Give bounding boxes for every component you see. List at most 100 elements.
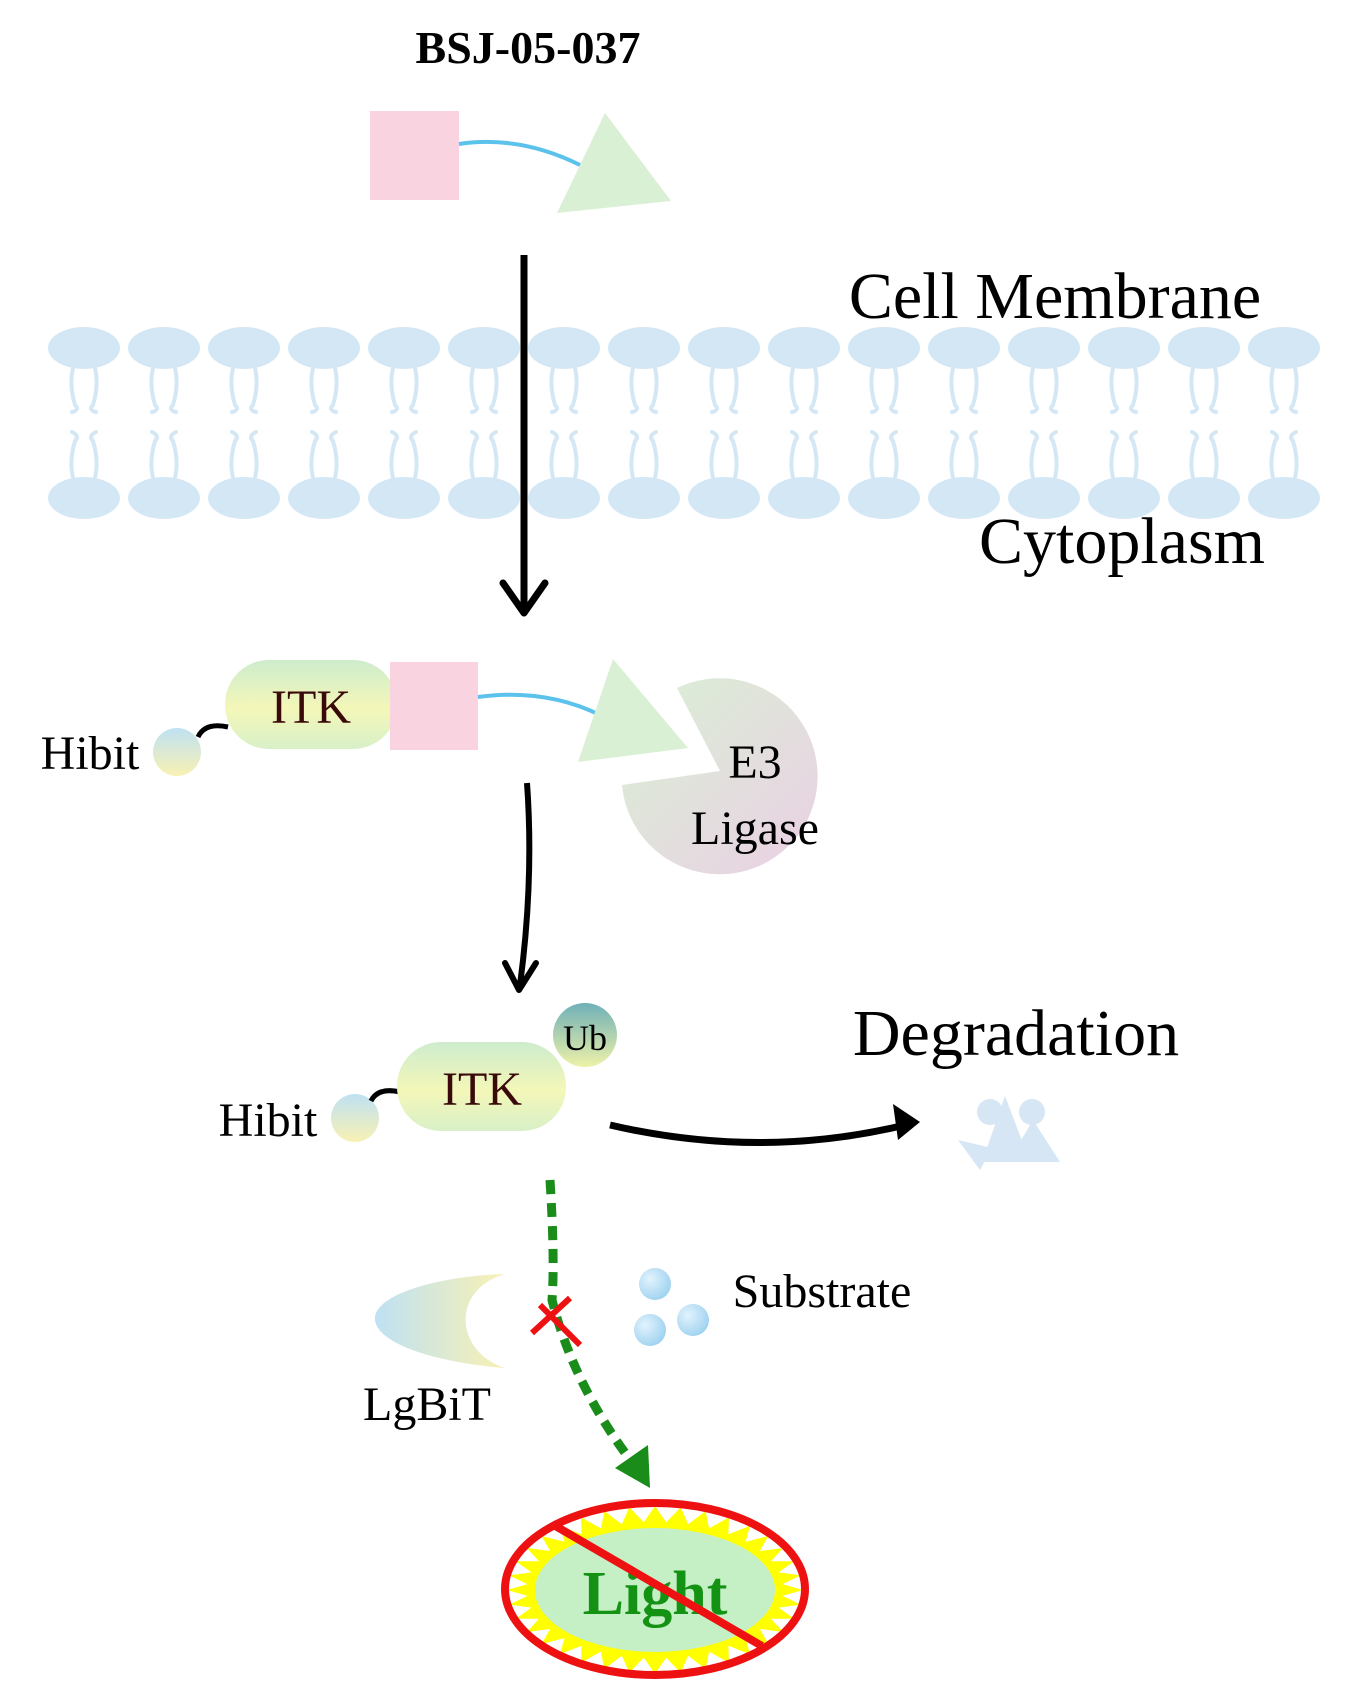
lipid-head [528,477,600,519]
lgbit-label: LgBiT [363,1378,491,1431]
light-label: Light [583,1560,728,1628]
lipid-head [608,327,680,369]
degradation-arrow [609,1104,920,1146]
lipid-tail [309,366,319,414]
lipid-tail [1189,430,1199,480]
ub-label: Ub [563,1018,607,1058]
lipid-tail [1109,366,1119,414]
lipid-tail [649,366,659,414]
lipid-tail [569,366,579,414]
lipid-tail [309,430,319,480]
e3-ligand-triangle [578,659,688,762]
lipid-head [288,477,360,519]
lipid-tail [409,430,419,480]
lipid-head [528,327,600,369]
lipid-tail [69,366,79,414]
lipid-tail [1109,430,1119,480]
lipid-pair [48,327,120,519]
itk-label: ITK [271,681,351,734]
lipid-tail [169,430,179,480]
lipid-tail [549,366,559,414]
lipid-tail [1209,366,1219,414]
lipid-tail [949,366,959,414]
lipid-tail [1129,366,1139,414]
lipid-head [1088,327,1160,369]
lipid-tail [1029,430,1039,480]
hibit-tag [331,1094,379,1142]
lipid-head [448,477,520,519]
hibit-tag [153,728,201,776]
lipid-tail [729,430,739,480]
lipid-head [1088,477,1160,519]
lipid-pair [528,327,600,519]
lipid-head [128,477,200,519]
lipid-pair [928,327,1000,519]
substrate-label: Substrate [733,1265,912,1318]
lipid-tail [1289,366,1299,414]
lipid-tail [889,430,899,480]
lipid-pair [288,327,360,519]
lipid-pair [688,327,760,519]
lipid-tail [869,430,879,480]
lipid-tail [1209,430,1219,480]
no-signal-circle [501,1499,809,1679]
lipid-tail [709,366,719,414]
lipid-tail [169,366,179,414]
lipid-tail [809,430,819,480]
target-ligand-square [390,662,478,750]
lipid-tail [409,366,419,414]
lipid-tail [969,430,979,480]
lipid-pair [368,327,440,519]
lipid-head [768,477,840,519]
lipid-head [368,327,440,369]
itk-protein [397,1042,566,1131]
lipid-tail [149,366,159,414]
degraded-fragments [958,1096,1060,1170]
lipid-tail [549,430,559,480]
ligase-label: Ligase [691,802,819,855]
lipid-tail [229,366,239,414]
cell-membrane-label: Cell Membrane [849,260,1261,333]
lipid-tail [1189,366,1199,414]
lipid-head [1248,477,1320,519]
lipid-head [288,327,360,369]
lipid-head [1008,477,1080,519]
cytoplasm-label: Cytoplasm [979,505,1265,578]
lipid-tail [789,430,799,480]
lipid-pair [1248,327,1320,519]
lipid-head [928,327,1000,369]
lgbit-subunit [374,1274,505,1368]
lipid-tail [149,430,159,480]
lipid-pair [848,327,920,519]
lipid-tail [229,430,239,480]
lipid-head [848,327,920,369]
lipid-tail [869,366,879,414]
hibit-label: Hibit [219,1094,318,1147]
lipid-head [1168,327,1240,369]
hibit-label: Hibit [41,727,140,780]
lipid-head [1248,327,1320,369]
lipid-tail [629,366,639,414]
itk-label: ITK [442,1063,522,1116]
ubiquitin [553,1003,617,1067]
lipid-head [448,327,520,369]
lipid-head [208,327,280,369]
lipid-tail [489,366,499,414]
lipid-tail [1289,430,1299,480]
lipid-head [208,477,280,519]
lipid-head [1168,477,1240,519]
lipid-head [928,477,1000,519]
itk-protein [225,660,397,749]
lipid-head [128,327,200,369]
lipid-tail [89,430,99,480]
lipid-tail [889,366,899,414]
lipid-head [48,327,120,369]
lipid-tail [969,366,979,414]
lipid-tail [469,366,479,414]
lipid-tail [649,430,659,480]
lipid-tail [249,430,259,480]
lipid-head [608,477,680,519]
lipid-tail [809,366,819,414]
no-signal-slash [549,1520,765,1650]
